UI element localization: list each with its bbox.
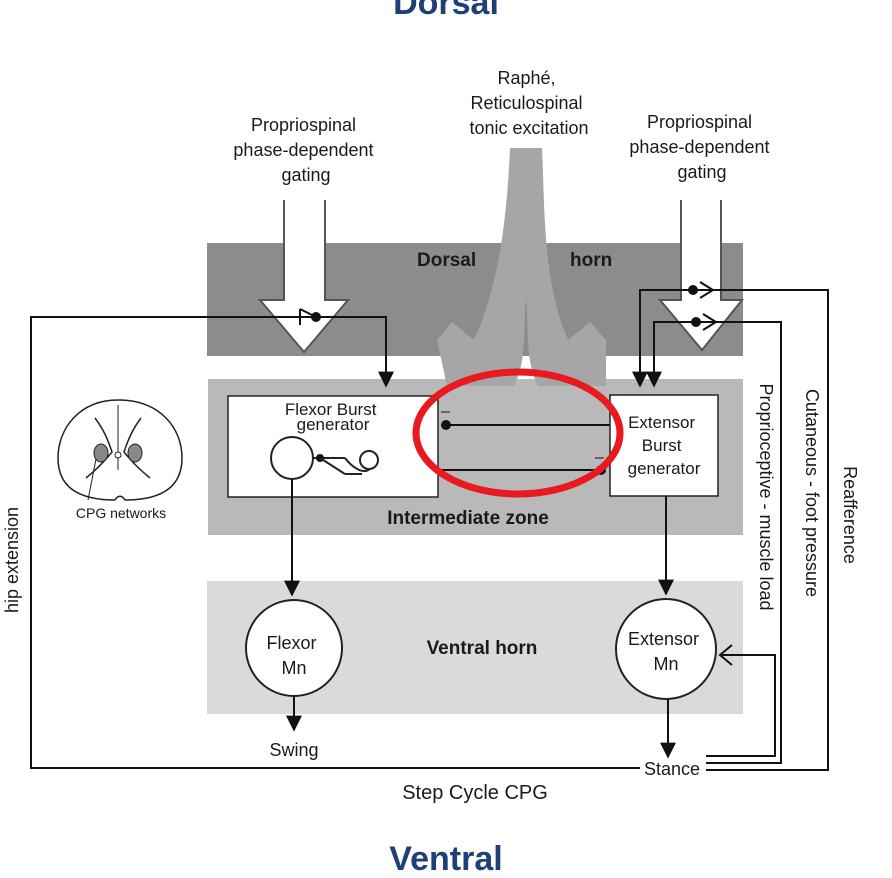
cpg-networks-label: CPG networks — [76, 505, 166, 521]
intermediate-zone-label: Intermediate zone — [387, 508, 549, 529]
raphe-excitation-arrow — [437, 148, 606, 386]
stance-label: Stance — [644, 759, 700, 779]
proprio-right-line3: gating — [677, 162, 726, 182]
proprio-right-arrow — [657, 200, 745, 352]
proprio-left-line2: phase-dependent — [233, 140, 373, 160]
svg-text:Propriospinal phase-depend: Propriospinal phase-dependent gating — [233, 115, 378, 185]
flexor-mn-line2: Mn — [281, 658, 306, 678]
dorsal-horn-label-2: horn — [570, 250, 612, 271]
svg-text:Raphé, Reticulospinal: Raphé, Reticulospinal tonic excitation — [469, 68, 588, 138]
flexor-burst-line2: generator — [297, 415, 370, 434]
svg-text:Extensor Burst generat: Extensor Burst generator — [628, 413, 701, 478]
flexor-burst-line1: Flexor Burst — [285, 400, 377, 419]
cutaneous-loop — [646, 321, 782, 764]
hip-extension-label: hip extension — [2, 507, 22, 613]
extensor-mn-line1: Extensor — [628, 629, 699, 649]
svg-text:Flexor Burst generator: Flexor Burst generator — [285, 400, 381, 434]
inhibition-mark-lower: – — [595, 449, 604, 466]
extensor-motoneuron — [615, 598, 717, 700]
flexor-mn-line1: Flexor — [266, 633, 316, 653]
extensor-mn-line2: Mn — [653, 654, 678, 674]
swing-label: Swing — [269, 740, 318, 760]
proprio-right-line1: Propriospinal — [647, 112, 752, 132]
extensor-burst-line3: generator — [628, 459, 701, 478]
dorsal-title: Dorsal — [393, 0, 499, 22]
proprio-left-line3: gating — [281, 165, 330, 185]
extensor-burst-line1: Extensor — [628, 413, 695, 432]
raphe-label-line3: tonic excitation — [469, 118, 588, 138]
proprioceptive-label: Proprioceptive - muscle load — [756, 383, 776, 610]
cutaneous-label: Cutaneous - foot pressure — [802, 389, 822, 597]
flexor-burst-generator-box — [227, 395, 439, 498]
raphe-label-line2: Reticulospinal — [470, 93, 582, 113]
svg-text:Flexor Mn: Flexor Mn — [266, 633, 321, 678]
reafference-label: Reafference — [840, 466, 860, 564]
spinal-cord-inset-icon — [57, 399, 183, 501]
extensor-burst-generator-box — [609, 394, 719, 497]
ventral-horn-label: Ventral horn — [427, 638, 538, 659]
step-cycle-label: Step Cycle CPG — [402, 782, 548, 804]
proprio-left-line1: Propriospinal — [251, 115, 356, 135]
ventral-title: Ventral — [389, 840, 503, 878]
dorsal-horn-label-1: Dorsal — [417, 250, 476, 271]
reafference-loop — [632, 289, 829, 771]
proprio-right-line2: phase-dependent — [629, 137, 769, 157]
proprioceptive-loop — [706, 654, 776, 757]
raphe-label-line1: Raphé, — [497, 68, 555, 88]
inhibition-mark-upper: – — [441, 403, 450, 420]
proprio-left-arrow — [257, 200, 351, 354]
flexor-interneuron-large — [270, 436, 314, 480]
svg-text:Propriospinal phase-depend: Propriospinal phase-dependent gating — [629, 112, 774, 182]
svg-text:Extensor Mn: Extensor Mn — [628, 629, 704, 674]
extensor-burst-line2: Burst — [642, 436, 682, 455]
flexor-interneuron-small — [359, 450, 379, 470]
hip-extension-loop — [30, 316, 640, 769]
highlight-circle — [412, 368, 624, 498]
